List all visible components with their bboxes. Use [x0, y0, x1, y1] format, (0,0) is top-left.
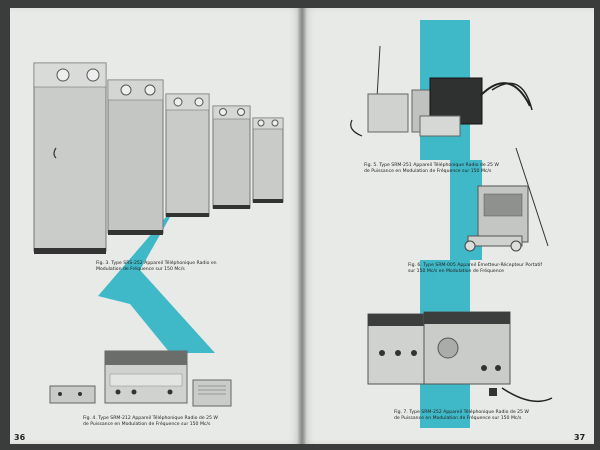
page-number: 37	[574, 433, 586, 442]
figure-caption-5: Fig. 5. Type SRM-251 Appareil Téléphoniq…	[364, 163, 499, 175]
caption-line: de Puissance en Modulation de Fréquence …	[364, 169, 492, 174]
page-number: 36	[14, 433, 26, 442]
caption-line: Fig. 5. Type SRM-251 Appareil Téléphoniq…	[364, 163, 499, 168]
transmitter-photo	[49, 350, 232, 407]
caption-line: sur 150 Mc/s en Modulation de Fréquence	[408, 269, 504, 274]
rack-cabinets-photo	[33, 62, 284, 254]
left-page-art	[33, 62, 284, 407]
caption-line: Fig. 6. Type SRM-005 Appareil Émetteur-R…	[408, 263, 543, 268]
figure-caption-6: Fig. 6. Type SRM-005 Appareil Émetteur-R…	[408, 263, 542, 275]
caption-line: de Puissance en Modulation de Fréquence …	[394, 416, 522, 421]
caption-line: Fig. 7. Type SRM-252 Appareil Téléphoniq…	[394, 410, 529, 415]
portable-transceiver-photo	[464, 147, 549, 252]
book-gutter	[298, 8, 306, 444]
radio-pair-photo	[367, 311, 553, 403]
caption-line: Fig. 4. Type SRM-212 Appareil Téléphoniq…	[83, 416, 218, 421]
left-page: Fig. 3. Type SRS-252 Appareil Téléphoniq…	[10, 8, 302, 444]
right-page-art	[350, 45, 553, 403]
caption-line: Modulation de Fréquence sur 150 Mc/s	[96, 267, 185, 272]
figure-caption-7: Fig. 7. Type SRM-252 Appareil Téléphoniq…	[394, 410, 529, 422]
figure-caption-4: Fig. 4. Type SRM-212 Appareil Téléphoniq…	[83, 416, 218, 428]
caption-line: de Puissance en Modulation de Fréquence …	[83, 422, 211, 427]
right-page: Fig. 5. Type SRM-251 Appareil Téléphoniq…	[302, 8, 594, 444]
caption-line: Fig. 3. Type SRS-252 Appareil Téléphoniq…	[96, 261, 217, 266]
radio-set-photo	[350, 45, 533, 137]
figure-caption-3: Fig. 3. Type SRS-252 Appareil Téléphoniq…	[96, 261, 217, 273]
